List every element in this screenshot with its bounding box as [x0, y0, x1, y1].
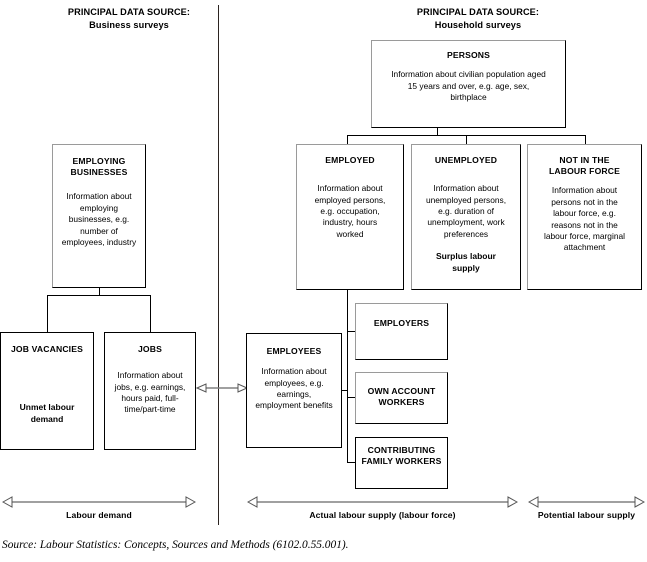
- box-unemployed-body: Information about unemployed persons, e.…: [425, 183, 507, 239]
- connector-drop-job-vacancies: [47, 295, 48, 332]
- box-not-in-labour-force-title: NOT IN THE LABOUR FORCE: [548, 155, 621, 177]
- connector-employing-businesses-stem: [99, 288, 100, 296]
- connector-persons-stem: [437, 128, 438, 136]
- connector-branch-employees: [342, 390, 348, 391]
- box-unemployed-strong: Surplus labour supply: [436, 251, 496, 273]
- box-employing-businesses-body: Information about employing businesses, …: [61, 191, 137, 248]
- box-job-vacancies: JOB VACANCIES Unmet labour demand: [0, 332, 94, 450]
- box-employed: EMPLOYED Information about employed pers…: [296, 144, 404, 290]
- box-employing-businesses-title: EMPLOYING BUSINESSES: [70, 156, 128, 178]
- right-column-header-line2: Household surveys: [434, 19, 522, 30]
- box-own-account-workers-title: OWN ACCOUNT WORKERS: [367, 386, 436, 408]
- left-column-header-line2: Business surveys: [89, 19, 169, 30]
- box-contributing-family-workers-title: CONTRIBUTING FAMILY WORKERS: [361, 445, 442, 467]
- connector-drop-not-in-labour-force: [585, 135, 586, 144]
- box-job-vacancies-title: JOB VACANCIES: [11, 344, 83, 354]
- box-job-vacancies-strong: Unmet labour demand: [19, 402, 75, 424]
- connector-drop-employed: [347, 135, 348, 144]
- left-column-header-line1: PRINCIPAL DATA SOURCE:: [67, 7, 191, 17]
- box-employees: EMPLOYEES Information about employees, e…: [246, 333, 342, 448]
- box-not-in-labour-force-body: Information about persons not in the lab…: [544, 185, 625, 253]
- column-divider: [218, 5, 219, 525]
- measure-labour-demand-arrow: [2, 494, 196, 512]
- box-employed-title: EMPLOYED: [325, 155, 375, 165]
- box-employed-body: Information about employed persons, e.g.…: [314, 183, 386, 239]
- measure-potential-labour-supply-label: Potential labour supply: [537, 510, 636, 520]
- box-employees-title: EMPLOYEES: [266, 346, 322, 356]
- box-employers-title: EMPLOYERS: [373, 318, 430, 328]
- box-employing-businesses: EMPLOYING BUSINESSES Information about e…: [52, 144, 146, 288]
- box-jobs-title: JOBS: [137, 344, 162, 354]
- box-persons-title: PERSONS: [446, 50, 491, 60]
- source-note: Source: Labour Statistics: Concepts, Sou…: [2, 539, 349, 551]
- right-column-header: PRINCIPAL DATA SOURCE: Household surveys: [383, 6, 573, 31]
- measure-actual-labour-supply-arrow: [247, 494, 518, 512]
- connector-business-bar: [47, 295, 151, 296]
- connector-employed-spine: [347, 290, 348, 463]
- box-unemployed: UNEMPLOYED Information about unemployed …: [411, 144, 521, 290]
- connector-stub-contributing-family-workers: [347, 462, 356, 463]
- measure-labour-demand-label: Labour demand: [66, 510, 132, 520]
- measure-actual-labour-supply-label: Actual labour supply (labour force): [309, 510, 456, 520]
- connector-drop-jobs: [150, 295, 151, 332]
- left-column-header: PRINCIPAL DATA SOURCE: Business surveys: [44, 6, 214, 31]
- box-unemployed-title: UNEMPLOYED: [434, 155, 498, 165]
- connector-stub-employers: [347, 331, 356, 332]
- right-column-header-line1: PRINCIPAL DATA SOURCE:: [416, 7, 540, 17]
- connector-stub-own-account-workers: [347, 397, 356, 398]
- box-jobs: JOBS Information about jobs, e.g. earnin…: [104, 332, 196, 450]
- connector-drop-unemployed: [466, 135, 467, 144]
- measure-potential-labour-supply-arrow: [528, 494, 645, 512]
- box-persons: PERSONS Information about civilian popul…: [371, 40, 566, 128]
- jobs-employees-link-arrow: [195, 380, 249, 396]
- box-employees-body: Information about employees, e.g. earnin…: [255, 366, 333, 411]
- box-employers: EMPLOYERS: [355, 303, 448, 360]
- box-not-in-labour-force: NOT IN THE LABOUR FORCE Information abou…: [527, 144, 642, 290]
- box-jobs-body: Information about jobs, e.g. earnings, h…: [114, 370, 186, 415]
- box-own-account-workers: OWN ACCOUNT WORKERS: [355, 372, 448, 424]
- box-contributing-family-workers: CONTRIBUTING FAMILY WORKERS: [355, 437, 448, 489]
- box-persons-body: Information about civilian population ag…: [391, 69, 546, 103]
